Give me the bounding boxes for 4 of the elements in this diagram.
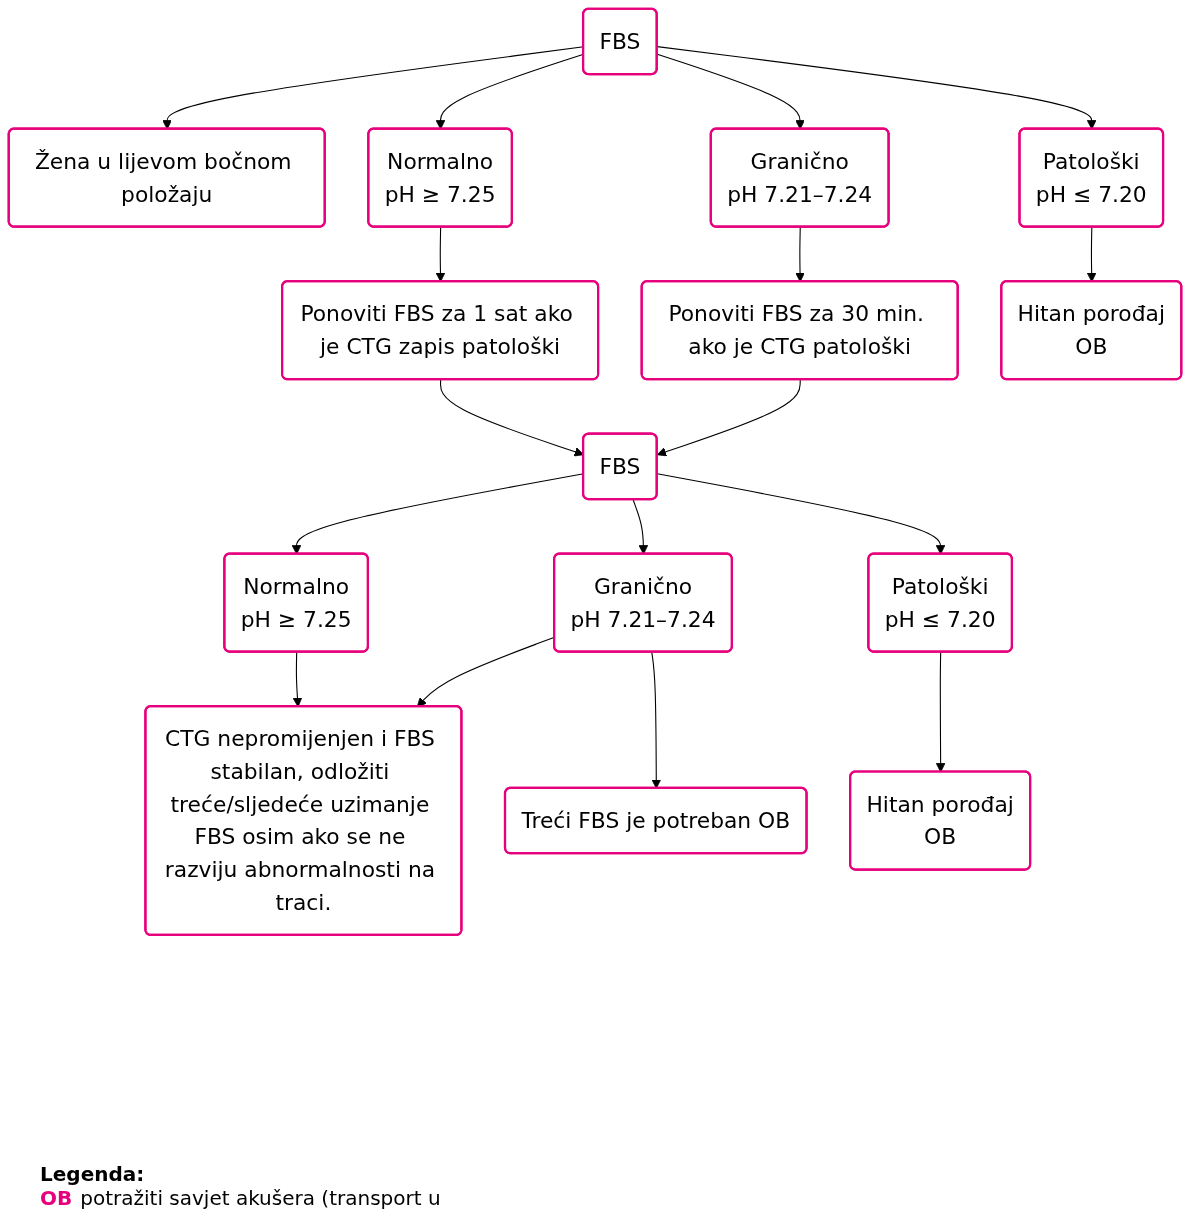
arrow	[656, 379, 801, 457]
legend-key: OB	[40, 1186, 73, 1210]
legend-title: Legenda:	[40, 1162, 146, 1186]
legend-text: potražiti savjet akušera (transport u	[80, 1186, 441, 1210]
